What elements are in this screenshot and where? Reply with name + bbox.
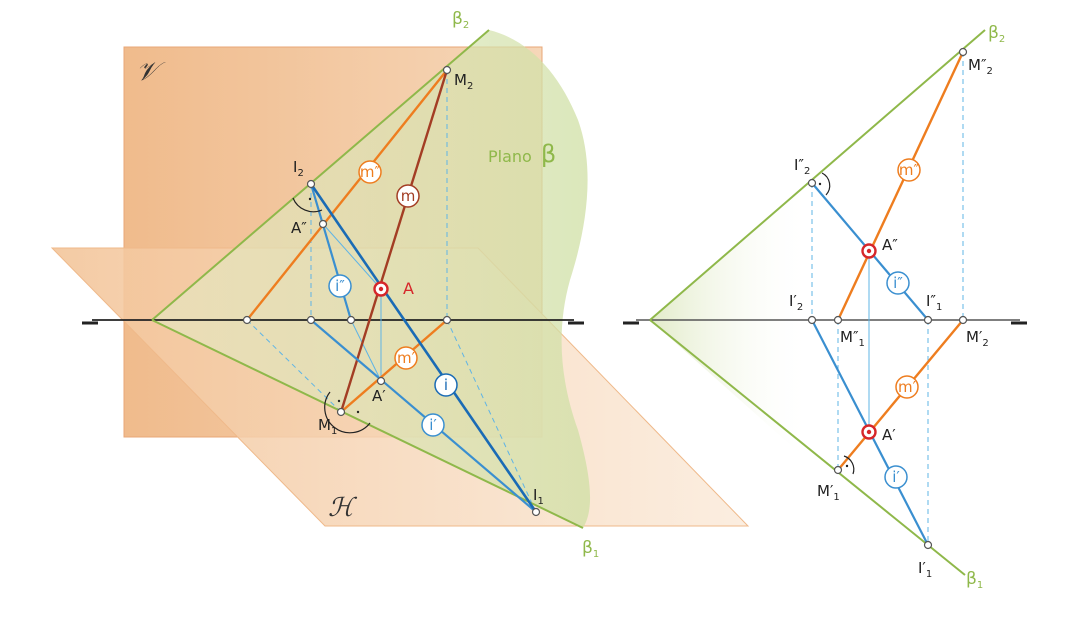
label-I2d-right: I′2 — [789, 292, 803, 313]
tag-m-double-prime-right: m″ — [897, 158, 921, 182]
trace-beta2-left — [151, 29, 490, 321]
label-M1-left: M1 — [318, 416, 337, 437]
label-A-left: A — [403, 279, 414, 298]
svg-text:i″: i″ — [335, 277, 345, 295]
tag-i-double-prime-right: i″ — [886, 271, 910, 295]
tag-m-double-prime-left: m″ — [358, 160, 382, 184]
label-M2dd-right: M″2 — [968, 56, 993, 77]
right-angle-mark-I2 — [292, 197, 323, 213]
plane-beta-label: Plano β — [488, 140, 556, 168]
label-beta2-left: β2 — [452, 9, 469, 31]
svg-text:m″: m″ — [360, 163, 381, 181]
svg-text:m′: m′ — [898, 378, 917, 396]
label-I1dd-right: I″1 — [926, 292, 942, 313]
right-angle-mark-M1 — [324, 391, 371, 434]
line-i-left — [309, 183, 538, 513]
tag-i-prime-right: i′ — [884, 465, 908, 489]
label-beta1-right: β1 — [966, 569, 983, 591]
label-M1d-right: M′1 — [817, 482, 840, 503]
line-i-prime-left — [310, 319, 537, 513]
plane-beta-shading-right — [650, 180, 813, 465]
label-I2-left: I2 — [293, 158, 304, 179]
plane-beta-surface — [152, 30, 591, 528]
svg-text:m″: m″ — [899, 161, 920, 179]
projection-lines-solid-left — [322, 223, 382, 382]
label-beta2-right: β2 — [988, 23, 1005, 45]
label-M2-left: M2 — [454, 71, 473, 92]
tag-m-prime-left: m′ — [394, 346, 418, 370]
tag-i-double-prime-left: i″ — [328, 274, 352, 298]
label-I1-left: I1 — [533, 486, 544, 507]
svg-text:i″: i″ — [893, 274, 903, 292]
label-A-double-prime-left: A″ — [291, 219, 307, 237]
line-m-double-prime-left — [246, 69, 448, 321]
label-beta1-left: β1 — [582, 538, 599, 560]
line-i-double-prime-left — [309, 183, 353, 321]
tag-m-prime-right: m′ — [895, 375, 919, 399]
right-angle-mark-I2-right — [821, 172, 831, 196]
svg-text:m: m — [401, 187, 416, 205]
label-A-prime-right: A′ — [882, 426, 896, 444]
label-A-double-prime-right: A″ — [882, 236, 898, 254]
line-m-double-prime-right — [836, 51, 965, 321]
trace-beta2-right — [649, 29, 986, 321]
trace-beta1-left — [151, 319, 584, 529]
label-I1d-right: I′1 — [918, 559, 932, 580]
points-left — [242, 65, 541, 517]
label-A-prime-left: A′ — [372, 387, 386, 405]
projection-lines-right — [811, 52, 964, 545]
right-angle-mark-M1-right — [843, 455, 855, 475]
svg-text:i′: i′ — [429, 416, 437, 434]
tag-i-left: i — [434, 373, 458, 397]
svg-text:i: i — [444, 376, 448, 394]
label-M2d-right: M′2 — [966, 328, 989, 349]
tag-i-prime-left: i′ — [421, 413, 445, 437]
line-m-prime-left — [340, 319, 448, 413]
line-m-left — [339, 69, 449, 413]
svg-text:m′: m′ — [397, 349, 416, 367]
tag-m-left: m — [396, 184, 420, 208]
label-M1dd-right: M″1 — [840, 328, 865, 349]
trace-beta1-right — [649, 319, 966, 576]
horizontal-plane-label: ℋ — [328, 493, 358, 523]
label-I2dd-right: I″2 — [794, 156, 810, 177]
svg-text:i′: i′ — [892, 468, 900, 486]
points-right — [807, 47, 968, 550]
